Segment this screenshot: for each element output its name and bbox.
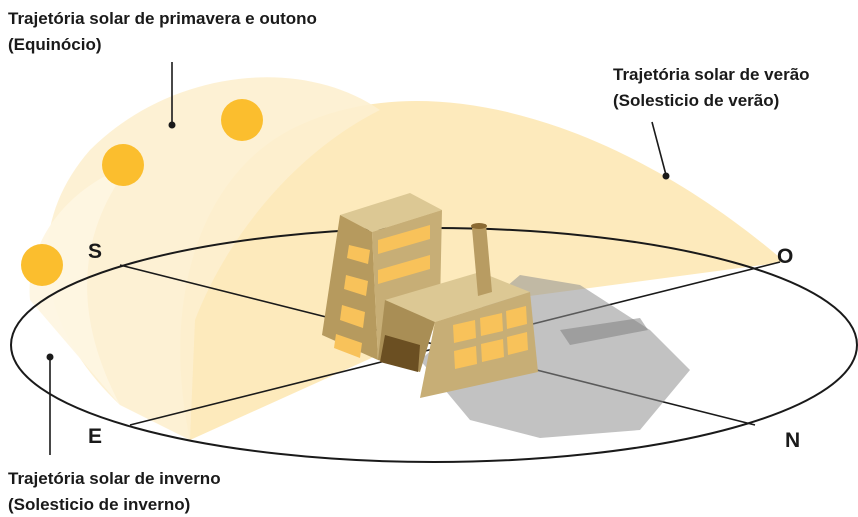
direction-south: S xyxy=(88,240,102,263)
sun-icon xyxy=(21,244,63,286)
chimney-icon xyxy=(471,223,492,296)
sun-icon xyxy=(102,144,144,186)
sun-icon xyxy=(221,99,263,141)
direction-east: E xyxy=(88,425,102,448)
direction-west: O xyxy=(777,245,793,268)
direction-north: N xyxy=(785,429,800,452)
equinox-label-line1: Trajetória solar de primavera e outono xyxy=(8,9,317,28)
winter-label-line2: (Solesticio de inverno) xyxy=(8,495,190,514)
equinox-leader-dot xyxy=(168,121,176,129)
winter-path-band xyxy=(29,165,130,405)
chimney-shadow xyxy=(560,318,648,345)
summer-leader-dot xyxy=(662,172,670,180)
summer-leader xyxy=(651,121,667,176)
summer-label-line2: (Solesticio de verão) xyxy=(613,91,779,110)
summer-label-line1: Trajetória solar de verão xyxy=(613,65,810,84)
winter-leader-dot xyxy=(46,353,54,361)
equinox-label-line2: (Equinócio) xyxy=(8,35,101,54)
factory-icon xyxy=(322,193,538,398)
winter-label-line1: Trajetória solar de inverno xyxy=(8,469,221,488)
